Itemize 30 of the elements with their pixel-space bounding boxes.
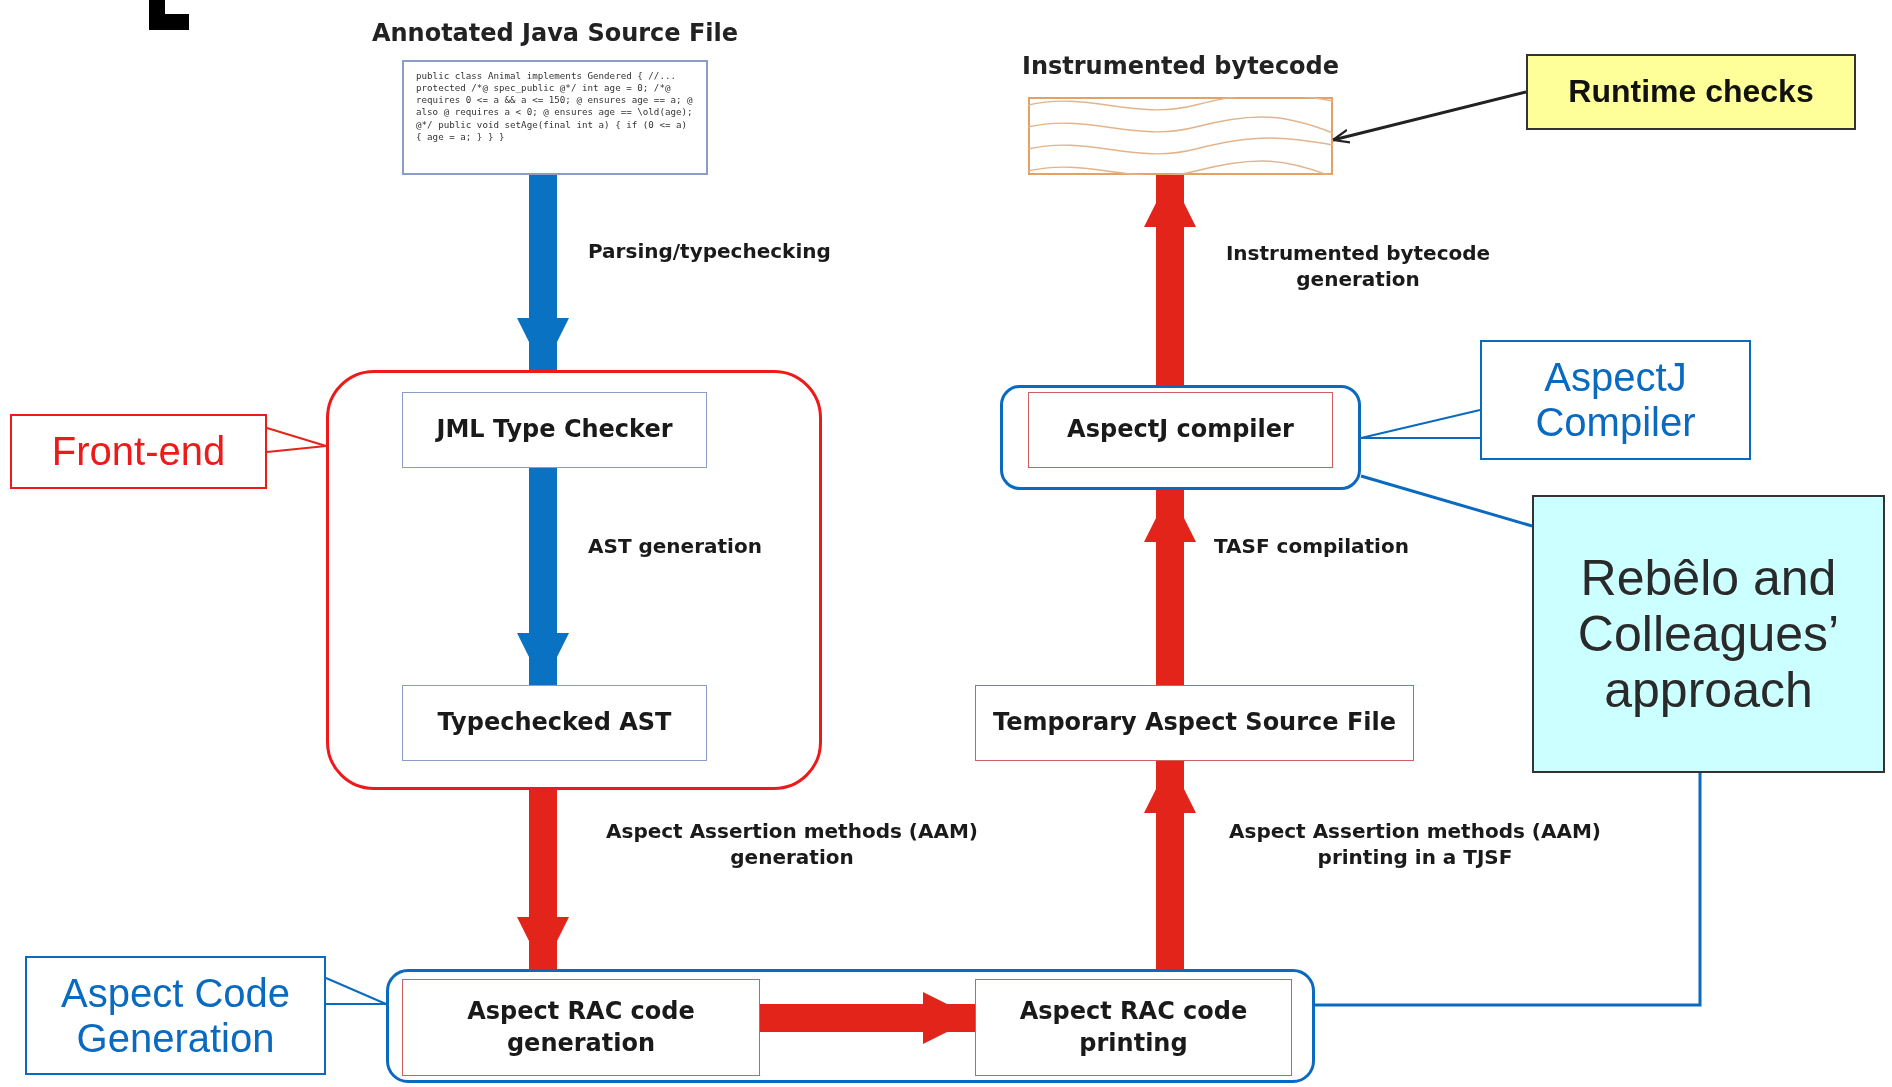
- group-frame: [386, 969, 1315, 1083]
- process-box: JML Type Checker: [402, 392, 707, 468]
- file-title: Instrumented bytecode: [1021, 51, 1340, 82]
- leader-arrow: [1331, 90, 1527, 144]
- code-listing: public class Animal implements Gendered { //... protected /*@ spec_public @*/ int age = 0; /*@ requires 0 <= a && a <= 150; @ ensures age == a; @ also @ requires a < 0; @ ensures age == \old(age); @*/ public void setAge(final int a) { if (0 <= a) { age = a; } } }: [402, 60, 708, 175]
- callout-box: Aspect Code Generation: [25, 956, 326, 1075]
- block-arrow: [517, 790, 569, 969]
- connector-line: [1315, 773, 1702, 1007]
- block-arrow: [1144, 490, 1196, 685]
- callout-pointer: [325, 977, 387, 1005]
- callout-pointer: [266, 427, 327, 453]
- group-frame: [326, 370, 822, 790]
- callout-box: Front-end: [10, 414, 267, 489]
- callout-box: AspectJ Compiler: [1480, 340, 1751, 460]
- callout-box: Rebêlo and Colleagues’ approach: [1532, 495, 1885, 773]
- block-arrow: [760, 992, 975, 1044]
- group-frame: [1000, 385, 1361, 490]
- callout-box: Runtime checks: [1526, 54, 1856, 130]
- callout-pointer: [1360, 409, 1481, 439]
- file-title: Annotated Java Source File: [371, 17, 739, 49]
- process-box: Aspect RAC code generation: [402, 979, 760, 1076]
- process-box: Typechecked AST: [402, 685, 707, 761]
- connector-line: [1360, 474, 1533, 528]
- process-box: Aspect RAC code printing: [975, 979, 1292, 1076]
- block-arrow: [1144, 175, 1196, 385]
- block-arrow: [517, 175, 569, 370]
- block-arrow: [517, 468, 569, 685]
- block-arrow: [1144, 761, 1196, 969]
- process-box: Temporary Aspect Source File: [975, 685, 1414, 761]
- process-box: AspectJ compiler: [1028, 392, 1333, 468]
